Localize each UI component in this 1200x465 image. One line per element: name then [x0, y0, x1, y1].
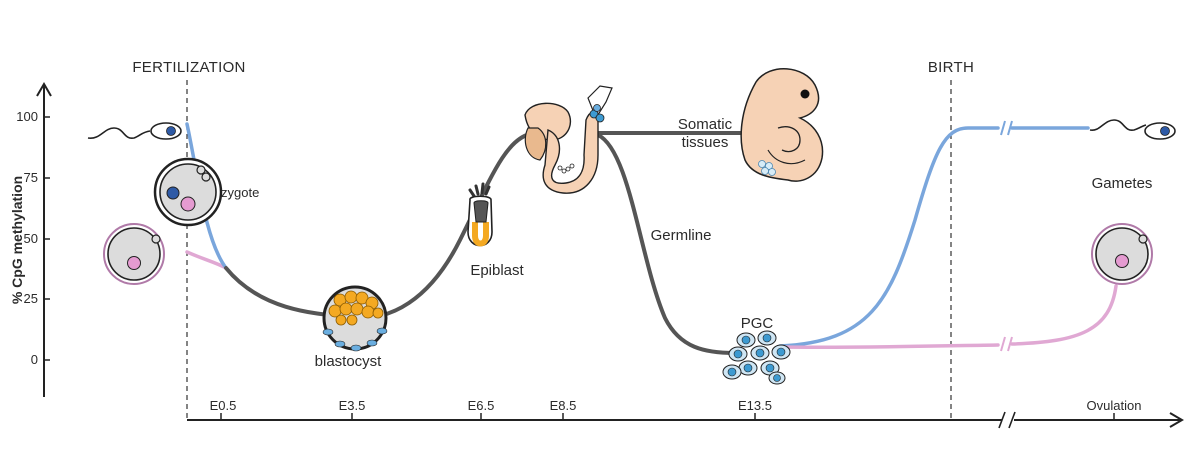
somatic-label-line1: Somatic	[678, 116, 733, 133]
blastocyst-icon	[322, 285, 388, 352]
x-axis-ticks	[220, 413, 1115, 420]
germline-curve	[596, 133, 737, 355]
epiblast-label: Epiblast	[470, 262, 524, 279]
e8-5-embryo-icon	[524, 85, 613, 194]
x-axis-arrowhead	[1169, 412, 1184, 428]
x-tick-e3-5: E3.5	[339, 398, 366, 413]
y-tick-25: 25	[24, 291, 38, 306]
x-tick-e6-5: E6.5	[468, 398, 495, 413]
x-tick-e0-5: E0.5	[210, 398, 237, 413]
y-tick-100: 100	[16, 109, 38, 124]
zygote-icon	[153, 157, 223, 227]
fertilization-header: FERTILIZATION	[132, 59, 245, 76]
germline-label: Germline	[651, 227, 712, 244]
pgc-label: PGC	[741, 315, 774, 332]
somatic-methylation-curve	[224, 132, 532, 320]
gamete-sperm-icon	[1089, 119, 1176, 140]
zygote-label: zygote	[221, 185, 259, 200]
maternal-germline-curve	[778, 343, 1000, 350]
y-axis-arrowhead	[36, 82, 52, 97]
maternal-curve-break	[1000, 336, 1013, 352]
oocyte-icon	[103, 223, 165, 285]
blastocyst-label: blastocyst	[315, 353, 383, 370]
fetus-icon	[740, 68, 824, 182]
y-axis-ticks	[44, 116, 50, 361]
x-tick-e13-5: E13.5	[738, 398, 772, 413]
y-tick-0: 0	[31, 352, 38, 367]
epiblast-icon	[467, 182, 493, 247]
y-tick-75: 75	[24, 170, 38, 185]
sperm-icon	[87, 122, 182, 140]
paternal-germline-curve	[778, 126, 1000, 348]
birth-header: BIRTH	[928, 59, 974, 76]
gametes-label: Gametes	[1092, 175, 1153, 192]
maternal-germline-curve-after-break	[1010, 284, 1118, 346]
x-tick-e8-5: E8.5	[550, 398, 577, 413]
paternal-curve-break	[1000, 120, 1013, 136]
y-tick-50: 50	[24, 231, 38, 246]
x-tick-ovulation: Ovulation	[1087, 398, 1142, 413]
y-axis-label: % CpG methylation	[9, 176, 25, 304]
x-axis-break	[998, 411, 1016, 429]
somatic-label-line2: tissues	[682, 134, 729, 151]
pgc-nuclei	[727, 333, 786, 382]
gamete-oocyte-icon	[1091, 223, 1153, 285]
